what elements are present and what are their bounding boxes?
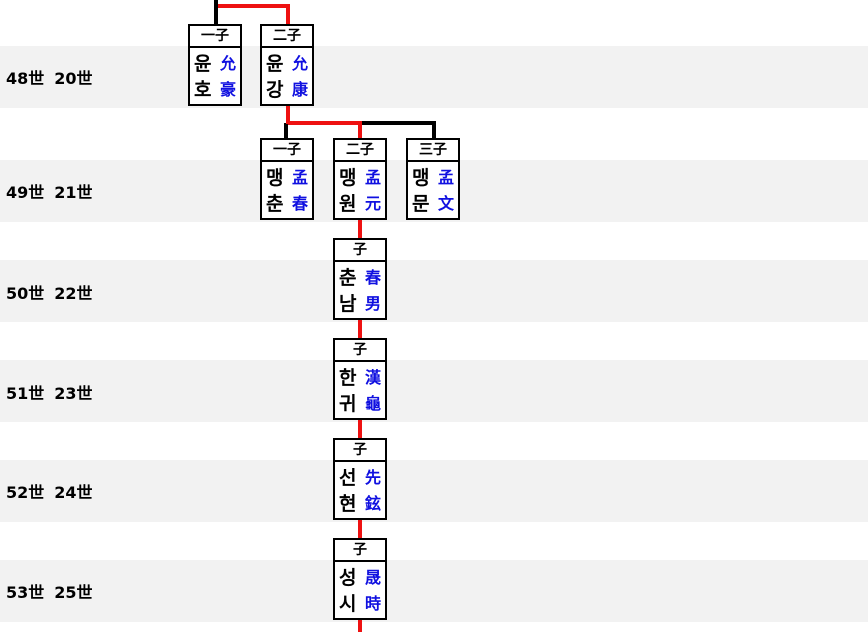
hangul-name-char: 윤: [194, 53, 212, 75]
generation-label-49: 49世 21世: [6, 179, 93, 203]
birth-order: 一子: [262, 140, 312, 162]
hangul-name-char: 원: [339, 193, 357, 215]
hangul-name-char: 춘: [339, 267, 357, 289]
hangul-name-char: 귀: [339, 393, 357, 415]
hangul-name-char: 춘: [266, 193, 284, 215]
hanja-name-char: 鉉: [365, 494, 382, 513]
birth-order: 三子: [408, 140, 458, 162]
person-box-maengmun[interactable]: 三子 맹 문 孟 文: [406, 138, 460, 220]
generation-number: 52世: [6, 483, 45, 502]
birth-order: 子: [335, 240, 385, 262]
hanja-name-char: 豪: [220, 80, 237, 99]
hanja-name-char: 孟: [438, 168, 455, 187]
hangul-name-char: 선: [339, 467, 357, 489]
hanja-name-char: 允: [292, 54, 309, 73]
hanja-name-char: 康: [292, 80, 309, 99]
person-box-yungang[interactable]: 二子 윤 강 允 康: [260, 24, 314, 106]
hangul-name-char: 문: [412, 193, 430, 215]
hangul-name-char: 강: [266, 79, 284, 101]
generation-number: 49世: [6, 183, 45, 202]
generation-subnumber: 24世: [54, 483, 93, 502]
generation-subnumber: 21世: [54, 183, 93, 202]
hangul-name-char: 시: [339, 593, 357, 615]
generation-subnumber: 25世: [54, 583, 93, 602]
generation-number: 50世: [6, 284, 45, 303]
person-box-maengwon[interactable]: 二子 맹 원 孟 元: [333, 138, 387, 220]
generation-band-53: [0, 560, 868, 622]
hangul-name-char: 성: [339, 567, 357, 589]
hanja-name-char: 春: [292, 194, 309, 213]
birth-order: 子: [335, 440, 385, 462]
hangul-name-char: 현: [339, 493, 357, 515]
hanja-name-char: 允: [220, 54, 237, 73]
hanja-name-char: 文: [438, 194, 455, 213]
generation-number: 51世: [6, 384, 45, 403]
hangul-name-char: 맹: [266, 167, 284, 189]
generation-number: 53世: [6, 583, 45, 602]
hangul-name-char: 맹: [412, 167, 430, 189]
hanja-name-char: 龜: [365, 394, 382, 413]
generation-label-50: 50世 22世: [6, 280, 93, 304]
branch-lines: [214, 0, 436, 138]
birth-order: 子: [335, 540, 385, 562]
birth-order: 一子: [190, 26, 240, 48]
generation-band-52: [0, 460, 868, 522]
generation-subnumber: 23世: [54, 384, 93, 403]
generation-label-51: 51世 23世: [6, 380, 93, 404]
hanja-name-char: 先: [365, 468, 382, 487]
birth-order: 二子: [262, 26, 312, 48]
hangul-name-char: 남: [339, 293, 357, 315]
hangul-name-char: 한: [339, 367, 357, 389]
hanja-name-char: 春: [365, 268, 382, 287]
generation-label-48: 48世 20世: [6, 65, 93, 89]
hanja-name-char: 時: [365, 594, 382, 613]
person-box-seongsi[interactable]: 子 성 시 晟 時: [333, 538, 387, 620]
hanja-name-char: 漢: [365, 368, 382, 387]
generation-number: 48世: [6, 69, 45, 88]
generation-band-50: [0, 260, 868, 322]
generation-label-52: 52世 24世: [6, 479, 93, 503]
person-box-hangwi[interactable]: 子 한 귀 漢 龜: [333, 338, 387, 420]
hangul-name-char: 윤: [266, 53, 284, 75]
person-box-chunnam[interactable]: 子 춘 남 春 男: [333, 238, 387, 320]
person-box-yunho[interactable]: 一子 윤 호 允 豪: [188, 24, 242, 106]
hanja-name-char: 晟: [365, 568, 382, 587]
hanja-name-char: 元: [365, 194, 382, 213]
generation-label-53: 53世 25世: [6, 579, 93, 603]
hanja-name-char: 孟: [292, 168, 309, 187]
generation-subnumber: 20世: [54, 69, 93, 88]
generation-band-48: [0, 46, 868, 108]
hangul-name-char: 맹: [339, 167, 357, 189]
generation-band-51: [0, 360, 868, 422]
birth-order: 子: [335, 340, 385, 362]
hanja-name-char: 男: [365, 294, 382, 313]
person-box-seonhyeon[interactable]: 子 선 현 先 鉉: [333, 438, 387, 520]
generation-subnumber: 22世: [54, 284, 93, 303]
main-lineage-line: [218, 4, 362, 632]
person-box-maengchun[interactable]: 一子 맹 춘 孟 春: [260, 138, 314, 220]
birth-order: 二子: [335, 140, 385, 162]
hanja-name-char: 孟: [365, 168, 382, 187]
hangul-name-char: 호: [194, 79, 212, 101]
